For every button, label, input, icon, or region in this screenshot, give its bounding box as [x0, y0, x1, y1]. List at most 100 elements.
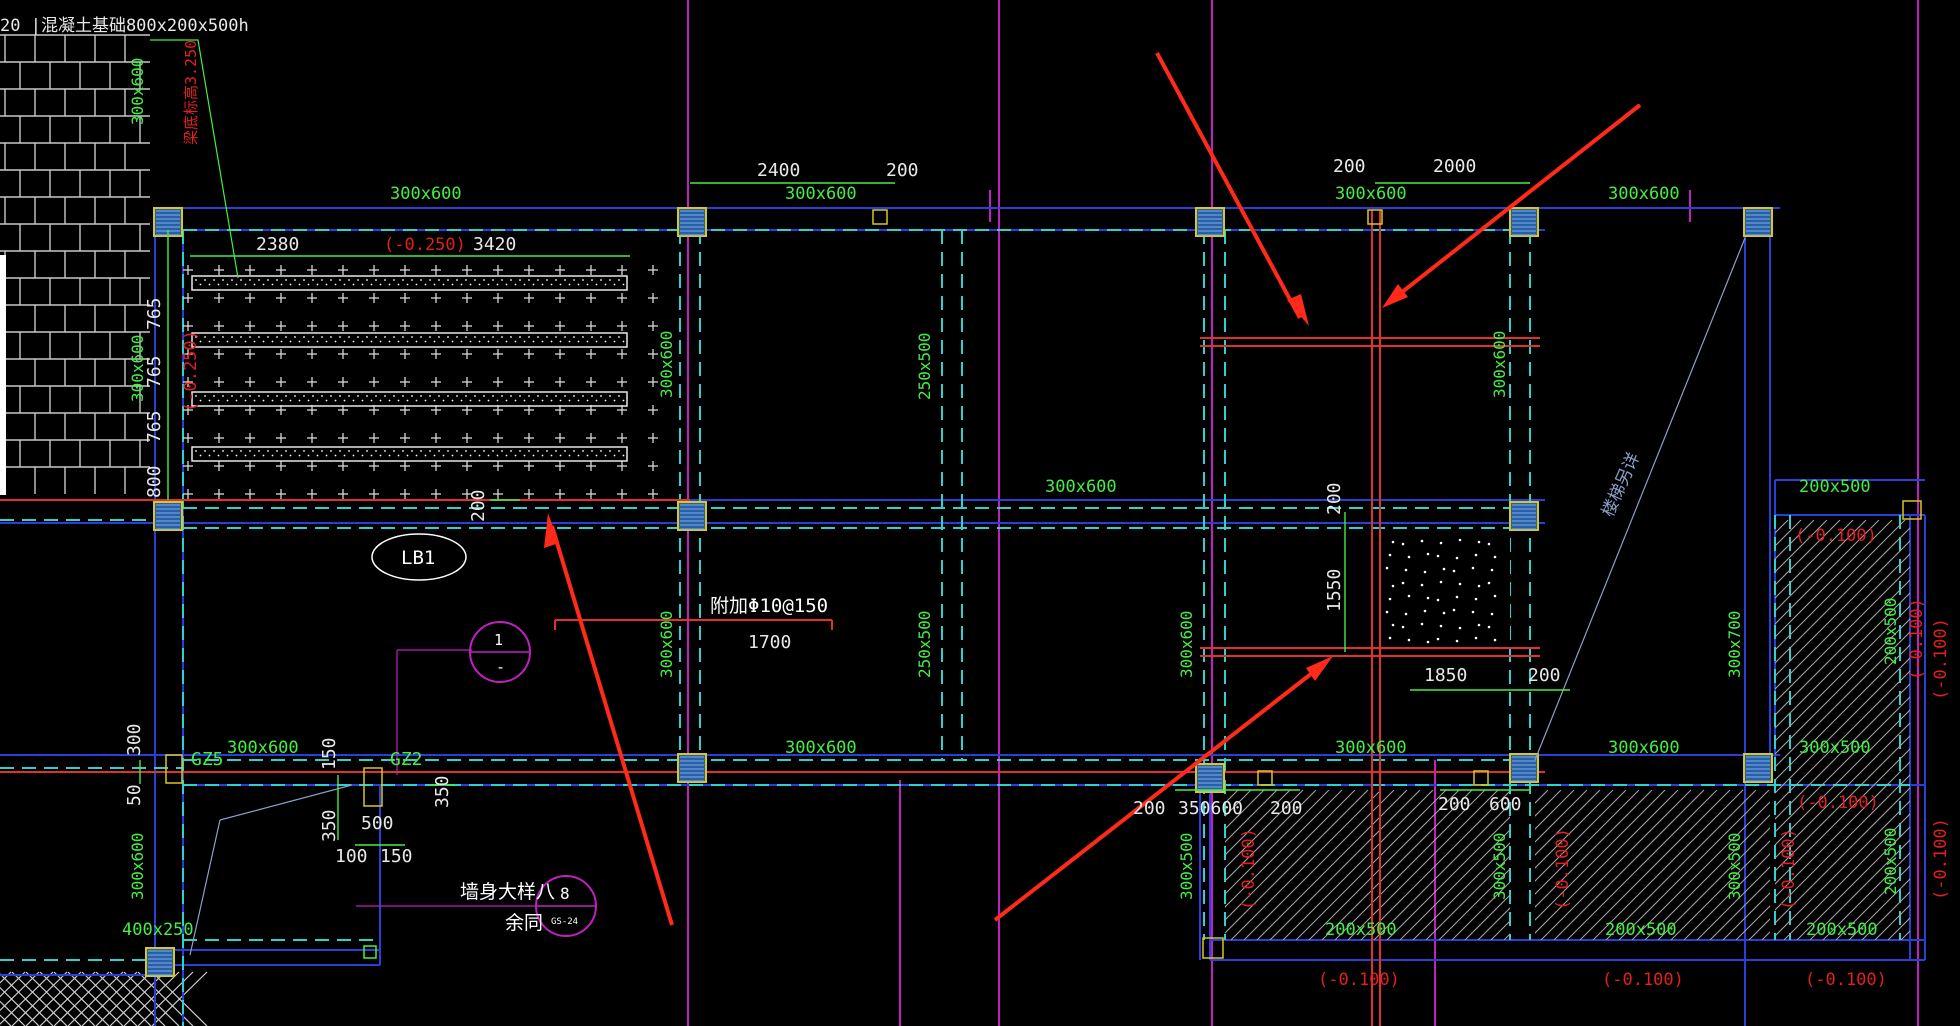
dim-text: 50: [124, 784, 145, 806]
detail-sheet: GS-24: [551, 917, 578, 927]
detail-number: 8: [560, 884, 570, 903]
section-number: 1: [494, 631, 503, 649]
level-text: (-0.100): [1779, 828, 1799, 910]
beam-label: 200x500: [1881, 598, 1900, 665]
column: [1743, 207, 1773, 237]
beam-label: 300x600: [785, 738, 857, 758]
hatched-slab-areas: [1225, 520, 1910, 940]
dim-text: 500: [361, 813, 394, 834]
column: [677, 753, 707, 783]
beam-label: 300x600: [128, 58, 147, 125]
dim-text: 350600: [1178, 798, 1243, 819]
beam-label: 300x600: [227, 738, 299, 758]
dim-text: 150: [319, 737, 340, 770]
beam-label: 300x500: [1490, 833, 1509, 900]
beam-label: 200x500: [1806, 920, 1878, 940]
dim-text: 3420: [473, 234, 516, 255]
dim-text: 200: [886, 160, 919, 181]
dim-text: 800: [144, 465, 165, 498]
dim-text: 350: [319, 809, 340, 842]
level-text: (-0.100): [1318, 970, 1400, 990]
beam-bottom-note: 梁底标高3.250: [182, 40, 200, 145]
dim-text: 2400: [757, 160, 800, 181]
axis-lines: [687, 0, 1919, 1026]
beam-label: 300x600: [657, 611, 676, 678]
dim-text: 2000: [1433, 156, 1476, 177]
column: [1195, 207, 1225, 237]
beam-label: 300x600: [1608, 738, 1680, 758]
beam-label: 400x250: [122, 920, 194, 940]
beam-label: 300x600: [390, 184, 462, 204]
dim-text: 1550: [1324, 569, 1345, 612]
beam-label: 300x500: [1177, 833, 1196, 900]
dim-text: 150: [380, 846, 413, 867]
beam-label: 300x600: [1335, 184, 1407, 204]
beam-label: 300x500: [1799, 738, 1871, 758]
dim-text: 200: [1270, 798, 1303, 819]
beam-label: 200x500: [1325, 920, 1397, 940]
level-text: (-0.250): [181, 330, 201, 412]
column: [1509, 753, 1539, 783]
gz5-label: GZ5: [191, 749, 224, 770]
dim-text: 200: [468, 489, 489, 522]
beam-label: 200x500: [1881, 828, 1900, 895]
title-text: 20 |混凝土基础800x200x500h: [0, 16, 249, 36]
level-text: (-0.100): [1602, 970, 1684, 990]
dim-text: 765: [144, 410, 165, 443]
dim-text: 200: [1438, 794, 1471, 815]
columns: [145, 207, 1773, 977]
dim-text: 2380: [256, 234, 299, 255]
dim-text: 200: [1324, 482, 1345, 515]
column: [677, 207, 707, 237]
detail-same: 余同: [505, 912, 543, 934]
level-text: (-0.100): [1931, 818, 1951, 900]
dim-text: 765: [144, 297, 165, 330]
dim-text: 600: [1489, 794, 1522, 815]
dim-text: 100: [335, 846, 368, 867]
beam-label: 300x500: [1725, 833, 1744, 900]
column: [1195, 763, 1225, 793]
dim-text: 765: [144, 355, 165, 388]
stair-note: 楼梯另详: [1598, 450, 1644, 520]
column: [1509, 207, 1539, 237]
level-text: (-0.100): [1797, 793, 1879, 813]
beam-label: 300x600: [1045, 477, 1117, 497]
rebar-red-lines: [0, 210, 1545, 1026]
column: [153, 501, 183, 531]
beam-label: 300x600: [1335, 738, 1407, 758]
dim-text: 300: [124, 723, 145, 756]
beam-label: 300x600: [128, 335, 147, 402]
dashed-beam-lines: [0, 229, 1910, 1026]
dim-text: 350: [432, 775, 453, 808]
detail-title: 墙身大样八: [460, 881, 555, 903]
column: [145, 947, 175, 977]
level-text: (-0.100): [1931, 618, 1951, 700]
leader-lines: [150, 39, 1746, 956]
beam-label: 300x600: [1177, 611, 1196, 678]
section-sub: -: [496, 658, 505, 676]
beam-label: 300x600: [128, 833, 147, 900]
level-text: (-0.250): [384, 235, 466, 255]
dim-text: 200: [1528, 665, 1561, 686]
level-text: (-0.100): [1805, 970, 1887, 990]
rebar-note: 附加Φ10@150: [710, 595, 828, 617]
level-text: (-0.100): [1907, 598, 1927, 680]
dotted-opening-dots: [1385, 538, 1497, 644]
beam-label: 300x600: [657, 331, 676, 398]
dim-text: 200: [1133, 798, 1166, 819]
plus-pattern: [183, 265, 658, 499]
beam-label: 300x600: [1490, 331, 1509, 398]
dim-text: 1700: [748, 632, 791, 653]
gz2-label: GZ2: [390, 749, 423, 770]
red-arrows: [544, 52, 1642, 926]
dim-text: 200: [1333, 156, 1366, 177]
annotation-shapes: [371, 533, 597, 937]
beam-label: 300x600: [785, 184, 857, 204]
column: [677, 501, 707, 531]
column: [1509, 501, 1539, 531]
beam-label: 300x700: [1725, 611, 1744, 678]
lb1-label: LB1: [401, 547, 435, 569]
level-text: (-0.100): [1795, 526, 1877, 546]
